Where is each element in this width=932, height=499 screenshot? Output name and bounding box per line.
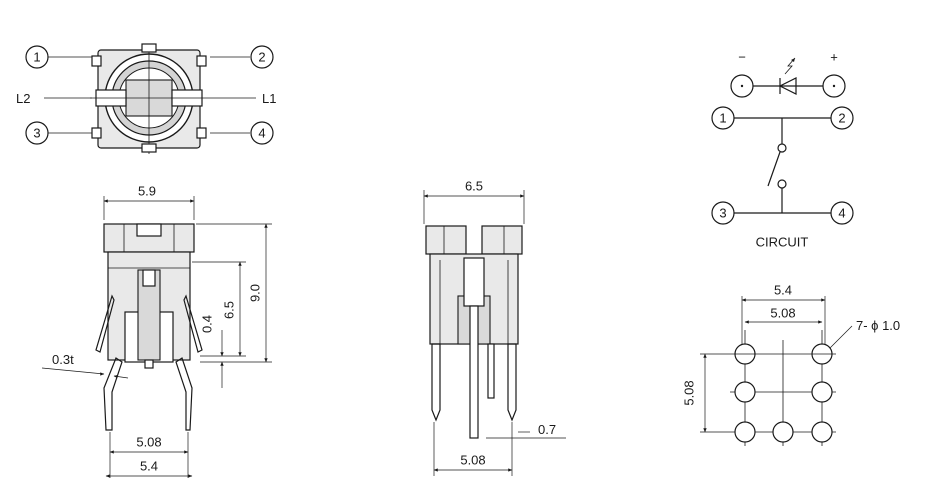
pcb-dim-vertical: 5.08: [681, 380, 696, 405]
pin-1-marker: [25, 45, 49, 69]
circuit-pin-4: 4: [838, 205, 845, 220]
side-view: 6.5 0.7 5.08: [423, 178, 566, 476]
l1-label: L1: [262, 91, 276, 106]
circuit-plus: +: [830, 49, 838, 64]
pin-3-marker: [25, 121, 49, 145]
front-dim-pin-outer: 5.4: [140, 458, 158, 473]
pcb-hole: [772, 421, 794, 443]
circuit-pin-2: 2: [838, 110, 845, 125]
pin-2-label: 2: [258, 49, 265, 64]
led-icon: [778, 77, 797, 95]
side-dim-pin-spacing: 5.08: [460, 452, 485, 467]
front-dim-width: 5.9: [138, 183, 156, 198]
front-dim-thickness: 0.3t: [52, 352, 74, 367]
front-dim-offset: 0.4: [199, 315, 214, 333]
pin-3-label: 3: [33, 125, 40, 140]
pcb-layout: 5.4 5.08 5.08 7- ϕ 1.0: [681, 282, 900, 446]
circuit-diagram: − + 1 2 3 4 CIRCUIT: [711, 49, 854, 249]
pcb-hole: [811, 381, 833, 403]
side-dim-pin: 0.7: [538, 422, 556, 437]
pin-2-marker: [250, 45, 274, 69]
front-dim-height-body: 6.5: [221, 301, 236, 319]
circuit-label: CIRCUIT: [756, 234, 809, 249]
circuit-minus: −: [738, 49, 746, 64]
pcb-hole: [734, 421, 756, 443]
pin-4-label: 4: [258, 125, 265, 140]
pin-4-marker: [250, 121, 274, 145]
front-view: 5.9 9.0 6.5 0.4 0.3t 5.08 5.4: [41, 183, 272, 478]
front-dim-pin-inner: 5.08: [136, 434, 161, 449]
switch-icon: [767, 151, 781, 187]
front-dim-height-total: 9.0: [247, 284, 262, 302]
circuit-pin-3: 3: [719, 205, 726, 220]
pcb-dim-inner: 5.08: [770, 305, 795, 320]
pin-1-label: 1: [33, 49, 40, 64]
pcb-hole-note: 7- ϕ 1.0: [856, 318, 900, 333]
pcb-hole: [734, 381, 756, 403]
side-dim-width: 6.5: [465, 178, 483, 193]
pcb-dim-outer: 5.4: [774, 282, 792, 297]
circuit-pin-1: 1: [719, 110, 726, 125]
l2-label: L2: [16, 91, 30, 106]
pcb-hole: [811, 421, 833, 443]
top-view: 1 2 3 4 L2 L1: [16, 43, 276, 154]
